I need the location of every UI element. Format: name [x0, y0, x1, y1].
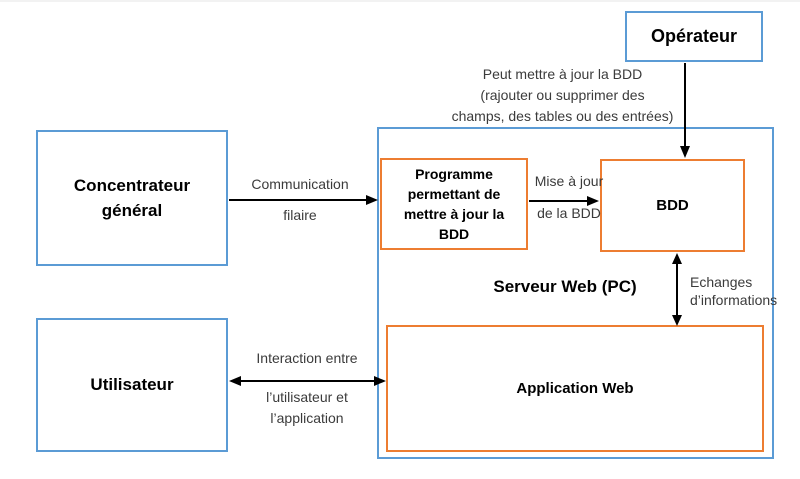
edge-label-echanges-line1: Echanges [690, 274, 753, 290]
edge-label-communication-line2: filaire [283, 207, 317, 223]
node-utilisateur-label: Utilisateur [90, 375, 174, 394]
node-operateur: Opérateur [625, 11, 763, 62]
edge-label-interaction-line3: l’application [270, 410, 344, 426]
node-application-web-label: Application Web [516, 380, 634, 397]
node-bdd: BDD [600, 159, 745, 252]
edge-label-mise-a-jour-line2: de la BDD [537, 205, 601, 221]
edge-label-peut-mettre-line3: champs, des tables ou des entrées) [451, 108, 674, 124]
page-top-divider [0, 0, 800, 2]
edge-label-communication-line1: Communication [251, 176, 349, 192]
arrow-interaction-utilisateur-application [229, 376, 386, 386]
edge-label-peut-mettre-line1: Peut mettre à jour la BDD [482, 66, 643, 82]
edge-label-peut-mettre-a-jour: Peut mettre à jour la BDD (rajouter ou s… [440, 64, 685, 127]
edge-label-echanges-line2: d’informations [690, 292, 778, 308]
edge-label-echanges-informations: Echanges d’informations [690, 273, 780, 309]
node-bdd-label: BDD [656, 197, 689, 214]
container-serveur-web [377, 127, 774, 459]
node-concentrateur-general-label: Concentrateur général [73, 176, 191, 220]
node-utilisateur: Utilisateur [36, 318, 228, 452]
node-application-web: Application Web [386, 325, 764, 452]
edge-label-interaction-line2: l’utilisateur et [266, 389, 348, 405]
arrow-communication-filaire [229, 195, 378, 205]
container-serveur-web-label: Serveur Web (PC) [493, 277, 637, 296]
node-concentrateur-general: Concentrateur général [36, 130, 228, 266]
edge-label-peut-mettre-line2: (rajouter ou supprimer des [480, 87, 645, 103]
edge-label-interaction-line1: Interaction entre [256, 350, 358, 366]
node-programme-maj-bdd: Programme permettant de mettre à jour la… [380, 158, 528, 250]
edge-label-mise-a-jour-line1: Mise à jour [534, 173, 604, 189]
edge-label-interaction-lines23: l’utilisateur et l’application [232, 387, 382, 429]
node-programme-maj-bdd-label: Programme permettant de mettre à jour la… [403, 166, 505, 242]
node-operateur-label: Opérateur [650, 26, 738, 46]
